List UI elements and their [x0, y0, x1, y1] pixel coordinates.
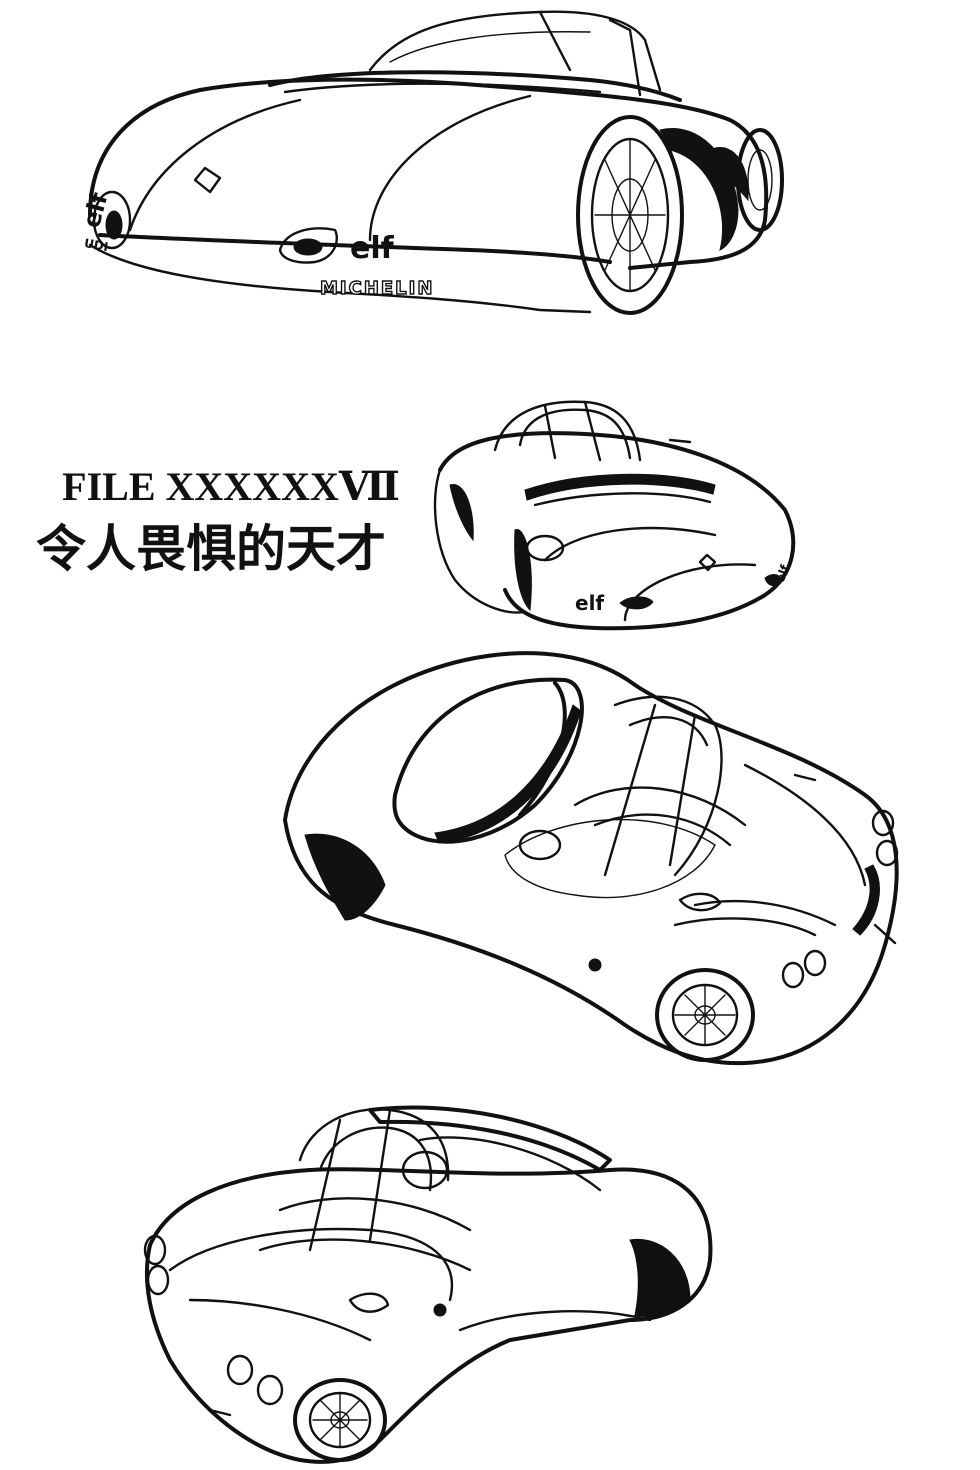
decal-plate: UDI: [83, 236, 109, 254]
decal-elf-rear: elf: [575, 591, 604, 615]
chapter-title: 令人畏惧的天才: [36, 519, 386, 578]
file-number-label: FILE XXXXXXⅦ: [62, 464, 400, 509]
car-illustration-front-top: [143, 1105, 713, 1464]
car-illustration-front: elf elf MICHELIN UDI: [77, 10, 784, 315]
decal-elf-side: elf: [773, 562, 792, 584]
car-illustration-rear-small: elf elf: [433, 400, 796, 631]
car-illustration-top: [283, 651, 899, 1066]
decal-elf-front: elf: [350, 231, 395, 266]
decal-michelin: MICHELIN: [320, 278, 434, 299]
chapter-title-block: FILE XXXXXXⅦ 令人畏惧的天才: [36, 462, 426, 582]
